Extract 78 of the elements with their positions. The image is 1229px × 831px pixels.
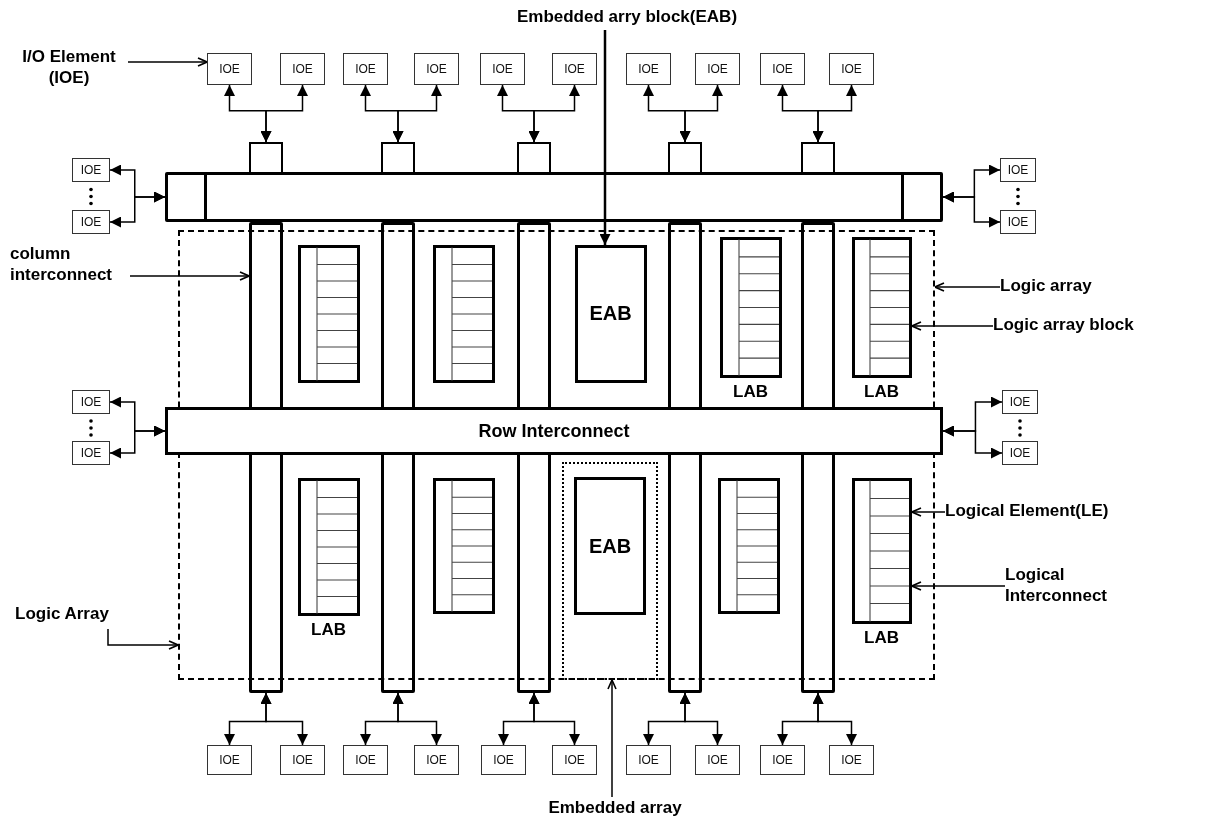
- column-stub: [517, 142, 551, 172]
- io-element-box: IOE: [1000, 210, 1036, 234]
- leader-line: [127, 57, 208, 67]
- block-label: LAB: [863, 627, 900, 648]
- arrow: [392, 692, 442, 746]
- arrow: [812, 84, 857, 143]
- io-element-box: IOE: [552, 745, 597, 775]
- io-element-box: IOE: [1002, 390, 1038, 414]
- logic-array-block: [432, 477, 495, 614]
- io-element-box: IOE: [72, 390, 110, 414]
- io-element-box: IOE: [414, 53, 459, 85]
- io-element-box: IOE: [207, 745, 252, 775]
- leader-line: [911, 321, 994, 331]
- arrow: [392, 84, 442, 143]
- io-element-box: IOE: [72, 158, 110, 182]
- io-element-box: IOE: [695, 745, 740, 775]
- io-element-box: IOE: [280, 745, 325, 775]
- embedded-array-block: EAB: [574, 477, 646, 615]
- io-element-box: IOE: [207, 53, 252, 85]
- io-element-box: IOE: [760, 745, 805, 775]
- logic-array-block: [717, 477, 780, 614]
- leader-line: [107, 628, 179, 650]
- arrow: [528, 692, 580, 746]
- arrow: [260, 692, 308, 746]
- arrow: [260, 84, 308, 143]
- row-interconnect-bar: [165, 172, 943, 222]
- leader-line: [911, 507, 946, 517]
- io-element-box: IOE: [1000, 158, 1036, 182]
- arrow: [942, 191, 1001, 228]
- io-element-box: IOE: [829, 745, 874, 775]
- io-element-box: IOE: [414, 745, 459, 775]
- column-stub: [668, 142, 702, 172]
- embedded-array-outline: [561, 461, 658, 680]
- arrow: [679, 84, 723, 143]
- logic-array-outline: [178, 230, 935, 680]
- callout-label: Embedded array: [510, 797, 720, 823]
- io-element-box: IOE: [695, 53, 740, 85]
- io-element-box: IOE: [626, 53, 671, 85]
- column-stub: [249, 142, 283, 172]
- io-element-box: IOE: [829, 53, 874, 85]
- arrow: [528, 84, 580, 143]
- io-element-box: IOE: [343, 745, 388, 775]
- leader-line: [129, 271, 250, 281]
- io-element-box: IOE: [1002, 441, 1038, 465]
- io-element-box: IOE: [343, 53, 388, 85]
- callout-label: Logical Interconnect: [1005, 564, 1135, 608]
- leader-line: [911, 581, 1006, 591]
- arrow: [942, 425, 1003, 459]
- block-label: LAB: [863, 381, 900, 402]
- block-label: LAB: [732, 381, 769, 402]
- arrow: [812, 692, 857, 746]
- column-stub: [381, 142, 415, 172]
- io-element-box: IOE: [626, 745, 671, 775]
- callout-label: I/O Element (IOE): [10, 46, 128, 90]
- logic-array-block: [432, 244, 495, 383]
- io-element-box: IOE: [481, 745, 526, 775]
- callout-label: column interconnect: [10, 243, 130, 287]
- arrow: [109, 425, 166, 459]
- callout-label: Logic array: [1000, 275, 1150, 299]
- block-label: LAB: [310, 619, 347, 640]
- io-element-box: IOE: [552, 53, 597, 85]
- io-element-box: IOE: [72, 210, 110, 234]
- io-element-box: IOE: [72, 441, 110, 465]
- arrow: [679, 692, 723, 746]
- logic-array-block: [297, 244, 360, 383]
- callout-label: Logic array block: [993, 314, 1213, 338]
- io-element-box: IOE: [280, 53, 325, 85]
- io-element-box: IOE: [760, 53, 805, 85]
- callout-label: Logic Array: [15, 603, 165, 629]
- io-element-box: IOE: [480, 53, 525, 85]
- callout-label: Embedded arry block(EAB): [462, 6, 792, 30]
- leader-line: [934, 282, 1001, 292]
- column-stub: [801, 142, 835, 172]
- arrow: [109, 191, 166, 228]
- callout-label: Logical Element(LE): [945, 500, 1225, 524]
- embedded-array-block: EAB: [574, 244, 647, 383]
- leader-line: [607, 679, 617, 798]
- leader-line: [599, 30, 611, 245]
